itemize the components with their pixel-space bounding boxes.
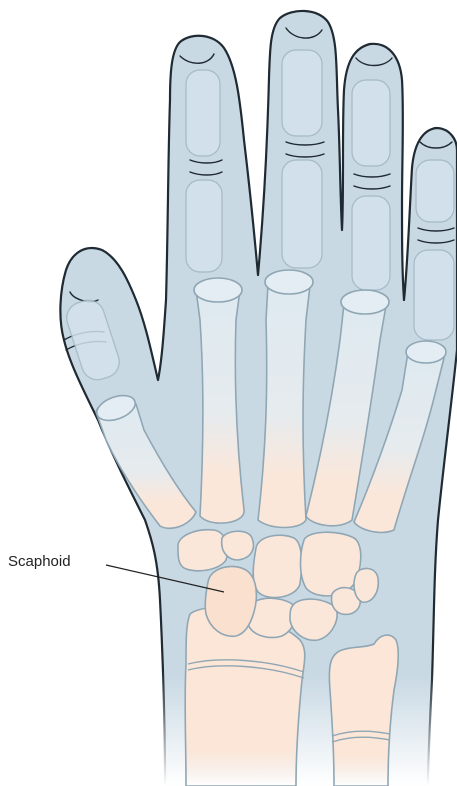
scaphoid-bone [205, 566, 256, 636]
radius-bone [185, 608, 305, 786]
capitate-bone [253, 535, 301, 597]
scaphoid-label: Scaphoid [8, 553, 71, 570]
hook-of-hamate [354, 568, 378, 602]
trapezoid-bone [222, 531, 254, 560]
ulna-bone [329, 635, 398, 786]
trapezium-bone [178, 530, 228, 571]
hamate-bone [301, 532, 361, 596]
